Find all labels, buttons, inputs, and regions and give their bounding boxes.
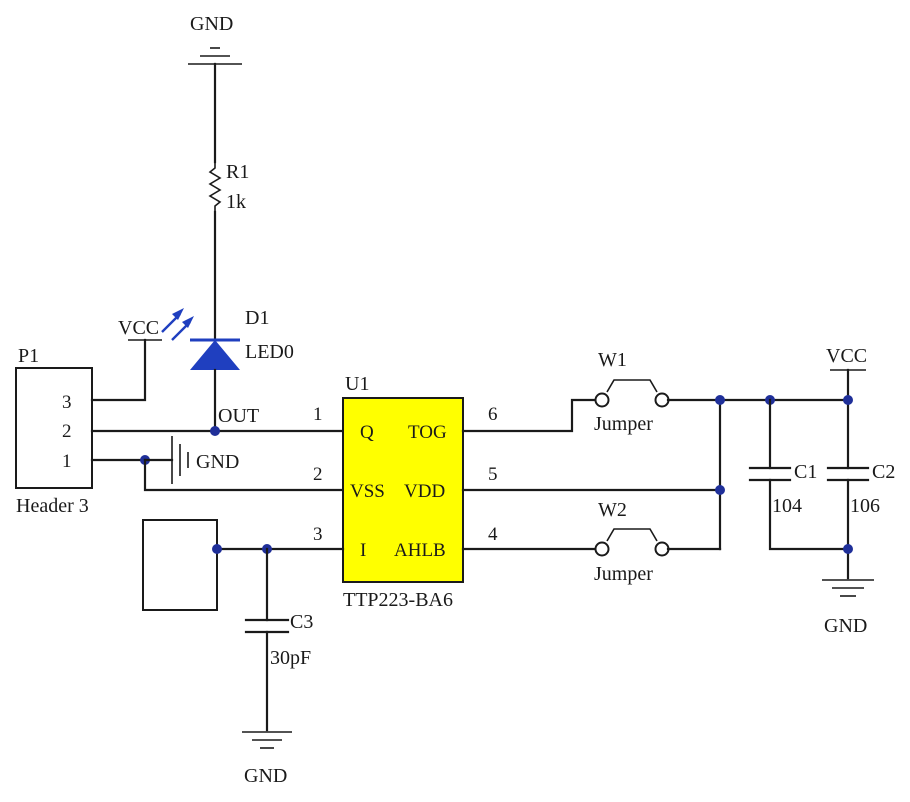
wire-c1-bottom <box>768 478 850 551</box>
u1-part: TTP223-BA6 <box>343 589 453 611</box>
junction-caps-bottom <box>843 544 853 554</box>
w2-label: W2 <box>598 499 627 521</box>
junction-c2 <box>843 395 853 405</box>
pin-ahlb-label: AHLB <box>394 540 446 561</box>
p1-gnd-label: GND <box>196 451 239 473</box>
pin4-number: 4 <box>488 524 498 545</box>
right-gnd-label: GND <box>824 615 867 637</box>
top-gnd-label: GND <box>190 13 233 35</box>
p1-pin3: 3 <box>62 392 72 413</box>
capacitor-c1 <box>748 466 792 482</box>
pin5-number: 5 <box>488 464 498 485</box>
wire-gnd-vss <box>143 458 345 492</box>
p1-pin1: 1 <box>62 451 72 472</box>
c3-gnd-symbol <box>242 731 292 749</box>
touch-pad <box>142 519 218 611</box>
jumper-w1 <box>594 379 670 408</box>
pin2-number: 2 <box>313 464 323 485</box>
c3-gnd-label: GND <box>244 765 287 787</box>
right-gnd-symbol <box>822 579 874 597</box>
junction-w1 <box>715 395 725 405</box>
c1-value: 104 <box>772 495 802 517</box>
pin1-number: 1 <box>313 404 323 425</box>
jumper-w2 <box>594 528 670 557</box>
w1-label: W1 <box>598 349 627 371</box>
led-d1 <box>161 308 240 370</box>
pin-i-label: I <box>360 540 366 561</box>
pin-vdd-label: VDD <box>404 481 445 502</box>
c2-value: 106 <box>850 495 880 517</box>
p1-gnd-symbol <box>171 436 189 484</box>
u1-label: U1 <box>345 373 369 395</box>
capacitor-c2 <box>826 466 870 482</box>
c3-value: 30pF <box>270 647 311 669</box>
pin-tog-label: TOG <box>408 422 447 443</box>
capacitor-c3 <box>244 618 290 634</box>
c2-label: C2 <box>872 461 895 483</box>
p1-vcc-label: VCC <box>118 317 159 339</box>
pin6-number: 6 <box>488 404 498 425</box>
top-gnd-symbol <box>188 47 242 65</box>
d1-label: D1 <box>245 307 269 329</box>
p1-desc: Header 3 <box>16 495 89 517</box>
out-label: OUT <box>218 405 259 427</box>
junction-vdd <box>715 485 725 495</box>
pin3-number: 3 <box>313 524 323 545</box>
c1-label: C1 <box>794 461 817 483</box>
junction-out <box>210 426 220 436</box>
junction-pad <box>212 544 222 554</box>
w2-desc: Jumper <box>594 563 653 585</box>
wire-tog-w1 <box>461 398 598 433</box>
r1-value: 1k <box>226 191 246 213</box>
w1-desc: Jumper <box>594 413 653 435</box>
p1-label: P1 <box>18 345 39 367</box>
pin-q-label: Q <box>360 422 374 443</box>
c3-label: C3 <box>290 611 313 633</box>
header-p1 <box>15 367 93 489</box>
p1-pin2: 2 <box>62 421 72 442</box>
pin-vss-label: VSS <box>350 481 385 502</box>
d1-value: LED0 <box>245 341 294 363</box>
wire-vcc-pin3 <box>90 338 147 402</box>
right-vcc-label: VCC <box>826 345 867 367</box>
r1-label: R1 <box>226 161 249 183</box>
ic-u1 <box>342 397 464 583</box>
resistor-r1 <box>208 162 222 212</box>
